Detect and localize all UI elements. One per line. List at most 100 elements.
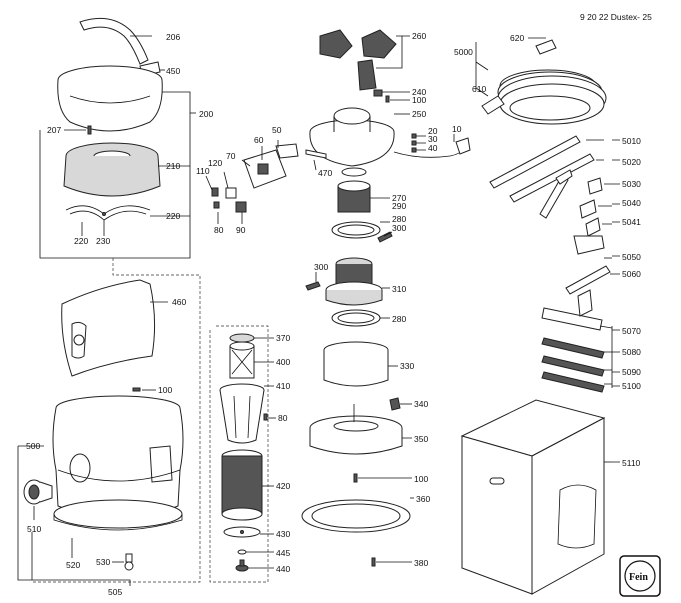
label-440: 440: [276, 564, 290, 574]
label-5041: 5041: [622, 217, 641, 227]
label-510: 510: [27, 524, 41, 534]
label-460: 460: [172, 297, 186, 307]
label-300: 300: [392, 223, 406, 233]
label-360: 360: [416, 494, 430, 504]
label-300: 300: [314, 262, 328, 272]
screw-part: [87, 125, 92, 135]
switch-parts: [205, 171, 247, 224]
upholstery-nozzle-part: [573, 235, 605, 255]
label-470: 470: [318, 168, 332, 178]
label-50: 50: [272, 125, 282, 135]
label-620: 620: [510, 33, 524, 43]
label-80: 80: [214, 225, 224, 235]
label-210: 210: [166, 161, 180, 171]
label-350: 350: [414, 434, 428, 444]
label-280: 280: [392, 314, 406, 324]
handle-part: [79, 17, 152, 65]
label-290: 290: [392, 201, 406, 211]
brush-part: [305, 281, 321, 291]
screw-part: [385, 95, 390, 103]
label-5000: 5000: [454, 47, 473, 57]
label-520: 520: [66, 560, 80, 570]
motor-sleeve-part: [323, 341, 398, 387]
svg-text:Fein: Fein: [629, 572, 648, 583]
washer-part: [237, 549, 247, 555]
nozzle-insert-part: [541, 337, 605, 359]
label-340: 340: [414, 399, 428, 409]
filter-basket-part: [219, 383, 276, 444]
label-505: 505: [108, 587, 122, 597]
label-5040: 5040: [622, 198, 641, 208]
cartridge-filter-part: [221, 449, 274, 521]
label-20: 20: [428, 126, 438, 136]
label-110: 110: [196, 166, 210, 176]
label-220: 220: [166, 211, 180, 221]
label-270: 270: [392, 193, 406, 203]
label-500: 500: [26, 441, 40, 451]
head-base-part: [309, 404, 412, 455]
label-5080: 5080: [622, 347, 641, 357]
cable-part: [393, 133, 471, 158]
label-250: 250: [412, 109, 426, 119]
label-100: 100: [412, 95, 426, 105]
upper-cover-part: [57, 65, 163, 132]
label-5030: 5030: [622, 179, 641, 189]
nozzle-insert-part: [541, 371, 605, 393]
label-220: 220: [74, 236, 88, 246]
label-380: 380: [414, 558, 428, 568]
label-280: 280: [392, 214, 406, 224]
label-40: 40: [428, 143, 438, 153]
label-100: 100: [158, 385, 172, 395]
label-207: 207: [47, 125, 61, 135]
hose-part: [475, 37, 607, 125]
label-80: 80: [278, 413, 288, 423]
label-260: 260: [412, 31, 426, 41]
screw-part: [371, 557, 376, 567]
filter-plate-part: [223, 526, 274, 538]
label-120: 120: [208, 158, 222, 168]
packaging-box-part: [460, 399, 612, 595]
cover-disc-part: [229, 333, 274, 343]
seal-ring-part: [331, 221, 390, 239]
clip-part: [389, 397, 401, 411]
label-5060: 5060: [622, 269, 641, 279]
gasket-strip-part: [65, 205, 190, 236]
bent-tube-part: [539, 169, 573, 219]
foam-insert-part: [319, 29, 397, 91]
label-610: 610: [472, 84, 486, 94]
nozzle-insert-part: [541, 355, 605, 377]
cover-group-frame: [39, 91, 196, 259]
fein-logo-icon: Fein: [619, 555, 661, 597]
label-450: 450: [166, 66, 180, 76]
label-330: 330: [400, 361, 414, 371]
label-5090: 5090: [622, 367, 641, 377]
motor-housing-part: [309, 107, 410, 167]
adapter-part: [587, 177, 603, 195]
label-30: 30: [428, 134, 438, 144]
switch-box-part: [241, 140, 299, 189]
filter-bag-part: [61, 279, 168, 377]
switch-link-part: [305, 149, 327, 159]
part-labels: 206 450 200 207 210 220 220 230 460 100 …: [26, 31, 641, 597]
container-part: [52, 395, 184, 531]
label-445: 445: [276, 548, 290, 558]
label-5110: 5110: [622, 458, 641, 468]
label-100: 100: [414, 474, 428, 484]
adapter-part: [585, 217, 601, 237]
label-200: 200: [199, 109, 213, 119]
label-5050: 5050: [622, 252, 641, 262]
label-400: 400: [276, 357, 290, 367]
castor-part: [124, 553, 134, 571]
inner-cover-part: [63, 142, 190, 197]
label-310: 310: [392, 284, 406, 294]
label-70: 70: [226, 151, 236, 161]
knob-part: [235, 559, 274, 572]
crevice-nozzle-part: [565, 265, 611, 295]
label-230: 230: [96, 236, 110, 246]
filter-part: [229, 341, 274, 379]
label-10: 10: [452, 124, 462, 134]
extension-tube-part: [489, 135, 604, 203]
label-206: 206: [166, 32, 180, 42]
label-240: 240: [412, 87, 426, 97]
motor-filter-part: [337, 167, 390, 213]
